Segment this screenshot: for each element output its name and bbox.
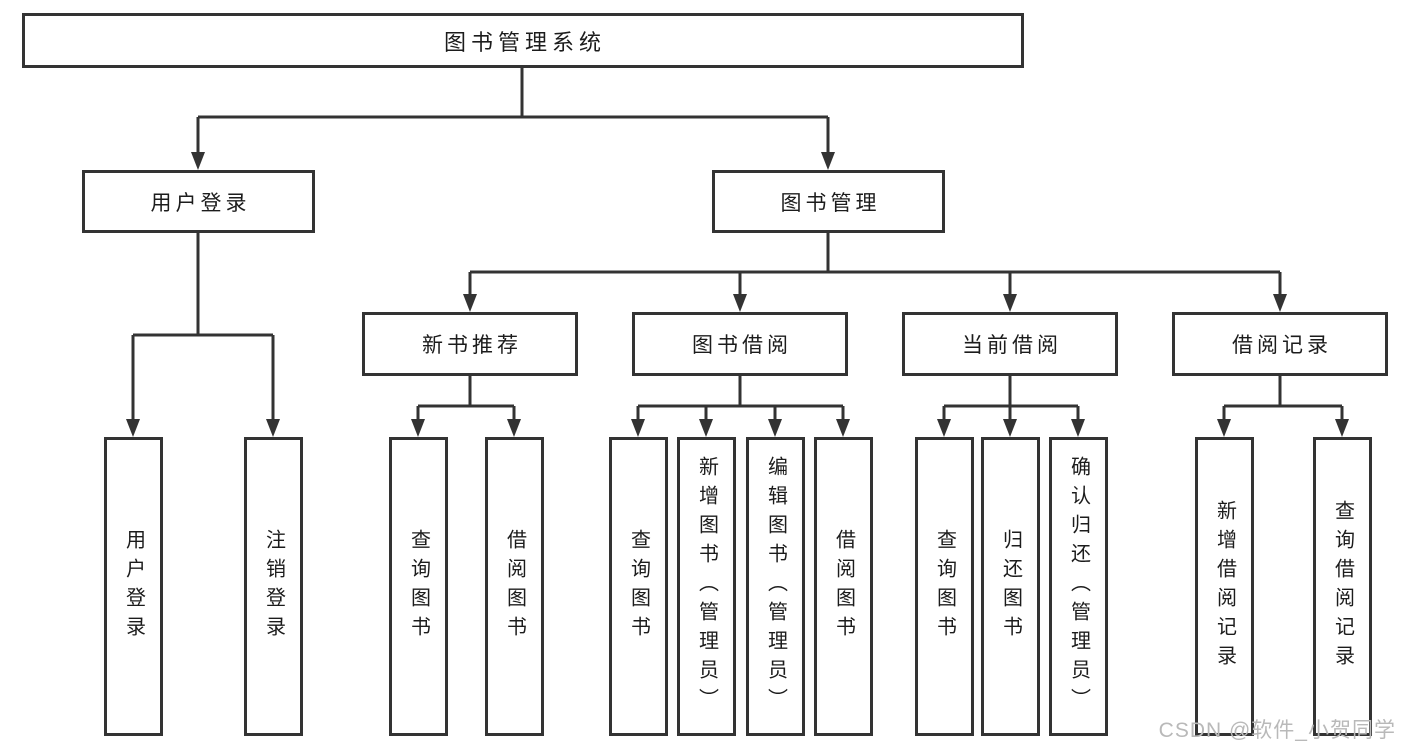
node-root-system: 图书管理系统 <box>22 13 1024 68</box>
leaf-label: 查询图书 <box>933 528 956 645</box>
leaf-label: 借阅图书 <box>832 528 855 645</box>
leaf-query-book-current: 查询图书 <box>915 437 974 736</box>
node-current-borrow: 当前借阅 <box>902 312 1118 376</box>
leaf-logout: 注销登录 <box>244 437 303 736</box>
leaf-label: 归还图书 <box>999 528 1022 645</box>
leaf-label: 新增借阅记录 <box>1213 499 1236 674</box>
leaf-label: 确认归还（管理员） <box>1067 456 1090 717</box>
leaf-confirm-return-admin: 确认归还（管理员） <box>1049 437 1108 736</box>
leaf-label: 查询图书 <box>407 528 430 645</box>
leaf-borrow-book-recommend: 借阅图书 <box>485 437 544 736</box>
leaf-label: 借阅图书 <box>503 528 526 645</box>
leaf-user-login: 用户登录 <box>104 437 163 736</box>
leaf-label: 查询图书 <box>627 528 650 645</box>
leaf-add-book-admin: 新增图书（管理员） <box>677 437 736 736</box>
leaf-label: 新增图书（管理员） <box>695 456 718 717</box>
leaf-edit-book-admin: 编辑图书（管理员） <box>746 437 805 736</box>
leaf-query-book-recommend: 查询图书 <box>389 437 448 736</box>
node-book-management: 图书管理 <box>712 170 945 233</box>
leaf-add-borrow-record: 新增借阅记录 <box>1195 437 1254 736</box>
node-user-login: 用户登录 <box>82 170 315 233</box>
leaf-label: 编辑图书（管理员） <box>764 456 787 717</box>
node-new-book-recommend: 新书推荐 <box>362 312 578 376</box>
node-borrow-record: 借阅记录 <box>1172 312 1388 376</box>
leaf-query-borrow-record: 查询借阅记录 <box>1313 437 1372 736</box>
node-book-borrow: 图书借阅 <box>632 312 848 376</box>
leaf-label: 用户登录 <box>122 528 145 645</box>
leaf-return-book: 归还图书 <box>981 437 1040 736</box>
leaf-label: 查询借阅记录 <box>1331 499 1354 674</box>
leaf-label: 注销登录 <box>262 528 285 645</box>
leaf-query-book-borrow: 查询图书 <box>609 437 668 736</box>
leaf-borrow-book: 借阅图书 <box>814 437 873 736</box>
csdn-watermark: CSDN @软件_小贺同学 <box>1158 719 1396 742</box>
